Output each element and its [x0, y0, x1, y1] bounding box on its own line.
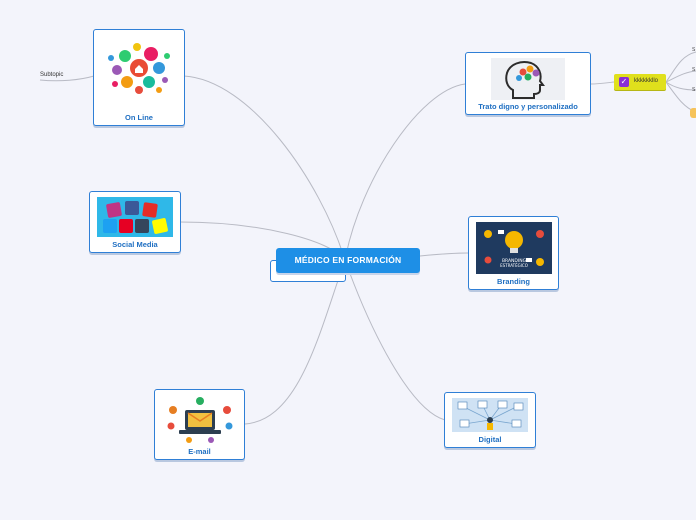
brain-head-icon [491, 58, 565, 100]
connector-edge-1 [665, 51, 696, 83]
social-apps-icon [97, 197, 173, 237]
connector-trato [344, 83, 466, 261]
branding-image-text-2: ESTRATÉGICO [500, 263, 528, 268]
topic-branding-label: Branding [497, 277, 530, 286]
topic-email-label: E-mail [188, 447, 211, 456]
topic-social-media[interactable]: Social Media [89, 191, 181, 253]
checkbox-icon[interactable]: ✓ [619, 77, 629, 87]
connector-branding [419, 252, 469, 257]
edge-child-1[interactable]: S [692, 47, 696, 53]
digital-network-icon [452, 398, 528, 432]
task-node-label: kkkkkkllo [634, 78, 659, 84]
topic-social-media-label: Social Media [112, 240, 158, 249]
task-node[interactable]: ✓ kkkkkkllo [614, 74, 666, 90]
lightbulb-icon: BRANDING ESTRATÉGICO [475, 222, 552, 274]
edge-child-2[interactable]: S [692, 67, 696, 73]
topic-trato-digno[interactable]: Trato digno y personalizado [465, 52, 591, 115]
social-media-cluster-icon [108, 43, 170, 94]
connector-online [183, 75, 346, 261]
topic-email[interactable]: E-mail [154, 389, 245, 460]
edge-child-3[interactable]: S [692, 87, 696, 93]
topic-trato-digno-label: Trato digno y personalizado [478, 102, 578, 111]
connector-edge-3 [665, 81, 696, 91]
connector-subtopic [39, 75, 95, 82]
topic-digital[interactable]: Digital [444, 392, 536, 448]
connector-email [244, 259, 346, 425]
edge-node-partial[interactable] [690, 108, 696, 118]
email-laptop-icon [167, 397, 232, 443]
topic-online[interactable]: On Line [93, 29, 185, 126]
topic-digital-label: Digital [478, 435, 502, 444]
branding-image-text-1: BRANDING [501, 258, 526, 264]
subtopic-label[interactable]: Subtopic [40, 72, 64, 78]
connector-check [589, 81, 615, 85]
connector-edge-2 [665, 70, 696, 83]
topic-online-label: On Line [125, 113, 153, 122]
topic-branding[interactable]: BRANDING ESTRATÉGICO Branding [468, 216, 559, 290]
connector-digital [344, 259, 446, 421]
central-topic[interactable]: MÉDICO EN FORMACIÓN [276, 248, 420, 273]
